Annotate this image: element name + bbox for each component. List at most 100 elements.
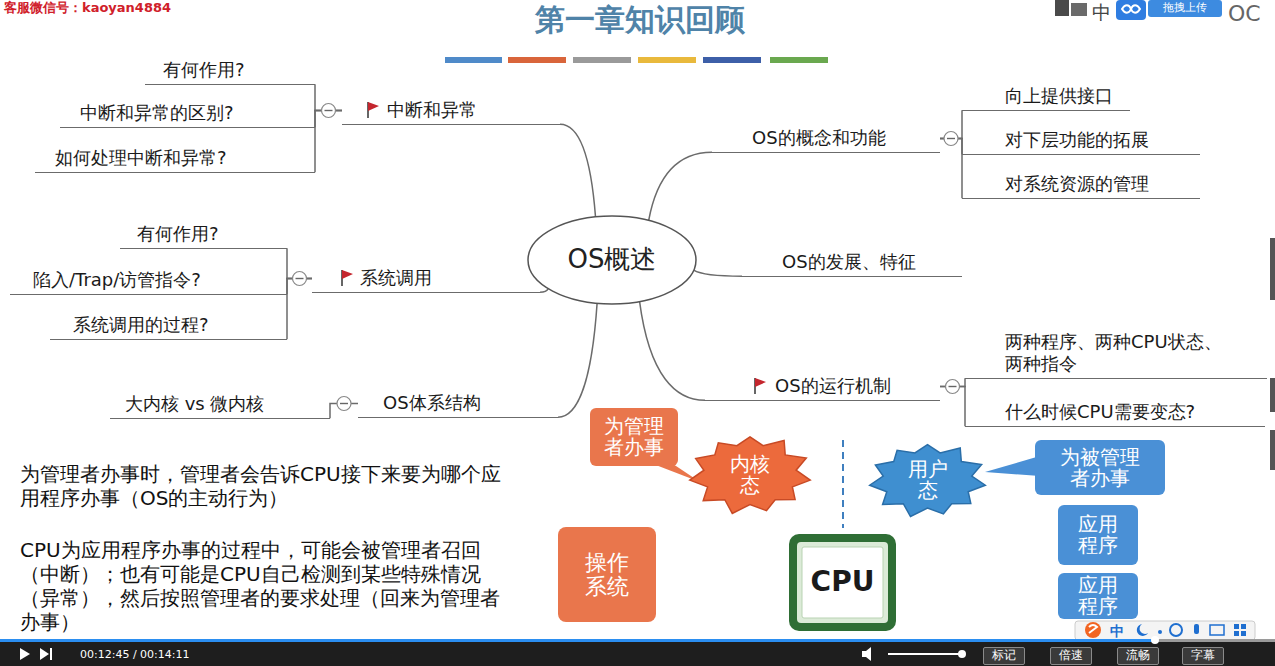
topic-text: 两种程序、两种CPU状态、两种指令	[1005, 331, 1235, 375]
flag-icon	[753, 377, 767, 395]
connector	[315, 111, 342, 173]
topic-text: OS体系结构	[383, 392, 481, 414]
sub-topic: 大内核 vs 微内核	[110, 390, 330, 419]
ime-icon	[1234, 624, 1239, 629]
starburst-shape	[690, 437, 810, 514]
collapse-toggle	[322, 104, 336, 118]
collapse-minus	[947, 138, 955, 139]
box-text: 拖拽上传	[1163, 2, 1207, 15]
slide-title: 第一章知识回顾	[440, 2, 840, 38]
box-text: 标记	[992, 649, 1016, 663]
collapse-minus	[296, 278, 304, 279]
control-bar	[0, 642, 1275, 666]
edge-bar	[1270, 238, 1275, 300]
topic-text: 大内核 vs 微内核	[125, 393, 264, 415]
flag-cloth	[342, 270, 353, 279]
progress-track	[0, 639, 1275, 642]
central-topic: OS概述	[527, 215, 697, 305]
sub-topic: 有何作用?	[145, 56, 315, 85]
ime-icon	[1234, 631, 1239, 636]
color-bar	[638, 57, 696, 63]
control-button: 标记	[983, 647, 1025, 665]
ime-icon	[1137, 624, 1148, 636]
topic-text: OS的发展、特征	[782, 251, 916, 273]
topic-text: OS的运行机制	[775, 375, 891, 397]
flag-icon	[366, 101, 380, 119]
topic-text: 陷入/Trap/访管指令?	[33, 269, 201, 291]
ime-toolbar	[1075, 621, 1255, 640]
next-icon	[50, 648, 52, 660]
branch-topic: OS的概念和功能	[712, 124, 940, 153]
topic-text: 系统调用	[360, 267, 432, 289]
starburst: 内核态	[685, 432, 815, 517]
time-display: 00:12:45 / 00:14:11	[80, 648, 190, 662]
topic-text: 对系统资源的管理	[1005, 173, 1149, 195]
box-text: 用户态	[906, 459, 950, 501]
divider-line	[842, 440, 844, 528]
app-box: 应用程序	[1058, 573, 1138, 619]
control-button: 字幕	[1182, 647, 1224, 665]
progress-played	[0, 639, 1155, 642]
branch-topic: 系统调用	[312, 264, 540, 293]
chip-label: CPU	[811, 566, 875, 598]
logo-mark	[1122, 5, 1140, 13]
logo-text: 中	[1092, 0, 1111, 24]
topic-text: OS的概念和功能	[752, 127, 886, 149]
collapse-toggle	[944, 132, 958, 146]
callout-box: 为被管理者办事	[1035, 440, 1165, 495]
branch-topic: OS体系结构	[358, 389, 558, 418]
topic-text: 如何处理中断和异常?	[55, 147, 227, 169]
sub-topic: 有何作用?	[120, 220, 287, 249]
control-button: 倍速	[1050, 647, 1092, 665]
starburst-shape	[870, 445, 986, 517]
ime-icon	[1210, 625, 1224, 635]
connector	[940, 139, 962, 199]
connector	[560, 124, 596, 217]
cpu-core	[802, 547, 883, 618]
progress-knob	[1151, 636, 1159, 644]
collapse-minus	[325, 110, 333, 111]
sub-topic: 陷入/Trap/访管指令?	[10, 266, 287, 295]
next-icon	[40, 648, 49, 660]
logo-text: OC	[1228, 0, 1261, 28]
starburst: 用户态	[865, 440, 990, 520]
topic-text: 对下层功能的拓展	[1005, 129, 1149, 151]
volume-slider	[888, 653, 962, 655]
branch-topic: OS的运行机制	[705, 372, 940, 401]
ime-icon	[1241, 624, 1246, 629]
volume-icon	[862, 647, 871, 661]
sub-topic: 两种程序、两种CPU状态、两种指令	[965, 328, 1267, 379]
color-bar	[508, 57, 566, 63]
ime-logo	[1085, 622, 1101, 638]
play-icon	[20, 648, 30, 660]
sub-topic: 对下层功能的拓展	[962, 126, 1200, 155]
box-text: 字幕	[1191, 649, 1215, 663]
topic-text: 有何作用?	[163, 59, 245, 81]
upload-button: 拖拽上传	[1148, 0, 1222, 17]
logo-block	[1071, 3, 1087, 16]
sub-topic: 向上提供接口	[962, 82, 1130, 111]
branch-topic: OS的发展、特征	[742, 248, 962, 277]
box-text: 操作系统	[584, 551, 630, 597]
sub-topic: 什么时候CPU需要变态?	[965, 398, 1265, 427]
ime-icon	[1241, 631, 1246, 636]
connector	[540, 289, 548, 293]
box-text: 应用程序	[1077, 514, 1119, 556]
collapse-minus	[340, 403, 348, 404]
ime-icon	[1158, 630, 1162, 634]
app-box: 应用程序	[1058, 505, 1138, 565]
topic-text: 中断和异常	[387, 99, 477, 121]
box-text: 应用程序	[1077, 575, 1119, 617]
os-box: 操作系统	[558, 527, 656, 622]
collapse-toggle	[946, 380, 960, 394]
central-text: OS概述	[568, 245, 657, 275]
logo-badge	[1116, 0, 1146, 20]
ime-logo	[1089, 625, 1097, 633]
cpu-chip: CPU	[785, 530, 900, 635]
topic-text: 有何作用?	[137, 223, 219, 245]
cpu-rim	[797, 542, 888, 623]
box-text: 流畅	[1126, 649, 1150, 663]
flag-cloth	[755, 378, 766, 387]
logo-block	[1055, 0, 1069, 16]
